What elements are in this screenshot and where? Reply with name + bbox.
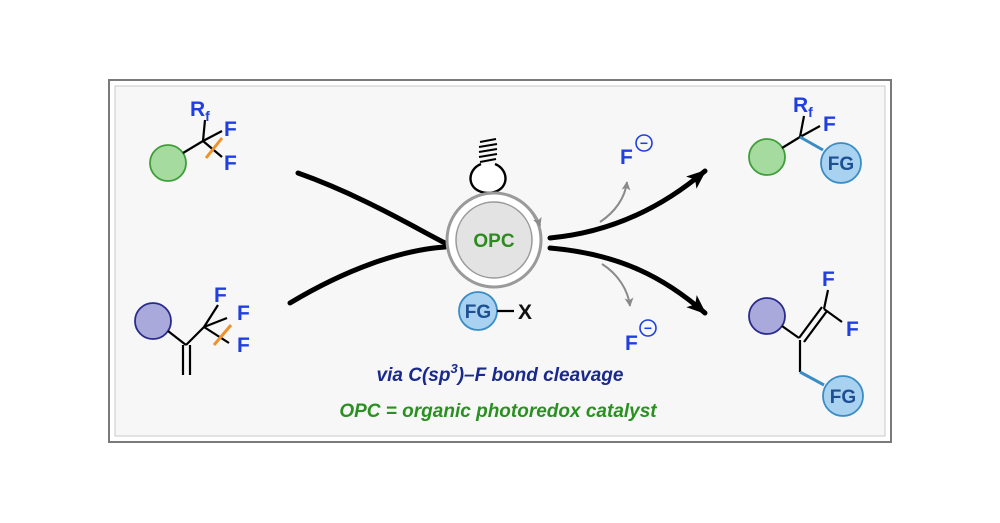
bond: [203, 316, 228, 329]
incoming-arc-bottom: [287, 244, 448, 306]
bond: [822, 289, 830, 310]
bond: [798, 115, 806, 138]
fluorine-label: F: [846, 318, 859, 341]
bond: [799, 125, 821, 138]
negative-charge-sign: −: [644, 320, 652, 336]
bond: [203, 304, 219, 328]
fg-circle: [820, 142, 862, 184]
reactant-top: Rf F F: [149, 98, 237, 182]
fluoride-bottom: F −: [625, 319, 657, 355]
fluoride-release-arrow-top: [599, 181, 631, 223]
caption-superscript: 3: [450, 361, 458, 376]
bond: [167, 330, 187, 346]
cycle-arrow-arc: [523, 203, 542, 227]
fluorine-label: F: [237, 302, 250, 325]
double-bond: [798, 306, 823, 339]
product-top: Rf F FG: [748, 94, 862, 184]
bond: [202, 130, 223, 142]
negative-charge-sign: −: [640, 135, 648, 151]
fg-label: FG: [830, 387, 856, 408]
fluorine-label: F: [823, 113, 836, 136]
purple-substituent-circle: [134, 302, 172, 340]
fg-reagent: FG X: [458, 291, 532, 331]
cleaved-bond-mark: [212, 324, 233, 346]
fg-circle: [822, 375, 864, 417]
bond: [185, 326, 205, 346]
fg-bond: [799, 370, 825, 387]
double-bond: [803, 310, 828, 343]
caption-part: via C(sp: [377, 365, 451, 386]
fluorine-label: F: [224, 152, 237, 175]
incoming-arc-top: [295, 170, 448, 246]
svg-text:Rf: Rf: [190, 98, 210, 124]
outgoing-arrow-top: [547, 168, 708, 241]
bond: [781, 136, 801, 149]
reactant-bottom: F F F: [134, 284, 250, 375]
opc-definition-caption: OPC = organic photoredox catalyst: [339, 401, 657, 422]
bond-cleavage-caption: via C(sp3)–F bond cleavage: [377, 361, 624, 386]
fluoride-label: F: [620, 146, 633, 169]
rf-subscript: f: [205, 108, 210, 124]
opc-circle: [455, 201, 533, 279]
fluorine-label: F: [822, 268, 835, 291]
product-bottom: F F FG: [748, 268, 864, 417]
bond: [781, 325, 800, 339]
catalyst-label: OPC: [473, 231, 514, 252]
cleaved-bond-mark: [204, 137, 224, 159]
bond: [823, 308, 843, 323]
svg-text:Rf: Rf: [793, 94, 813, 120]
negative-charge-circle: [639, 319, 657, 337]
green-substituent-circle: [149, 144, 187, 182]
fluorine-label: F: [214, 284, 227, 307]
fg-bond: [799, 135, 824, 152]
outgoing-arrow-bottom: [547, 245, 708, 316]
negative-charge-circle: [635, 134, 653, 152]
rf-subscript: f: [808, 104, 813, 120]
light-bulb-icon: [469, 138, 507, 195]
fg-label: FG: [465, 302, 491, 323]
fluoride-release-arrow-bottom: [601, 263, 634, 307]
fluoride-label: F: [625, 332, 638, 355]
rf-label: R: [190, 98, 205, 121]
fluoride-top: F −: [620, 134, 653, 169]
rf-label: R: [793, 94, 808, 117]
green-substituent-circle: [748, 138, 786, 176]
fluorine-label: F: [237, 334, 250, 357]
bond: [203, 326, 230, 344]
fluorine-label: F: [224, 118, 237, 141]
bond: [182, 140, 204, 154]
caption-part: )–F bond cleavage: [456, 365, 624, 386]
leaving-group-label: X: [518, 301, 532, 324]
bond: [201, 119, 207, 142]
photocatalyst: OPC: [445, 138, 543, 289]
purple-substituent-circle: [748, 297, 786, 335]
fg-label: FG: [828, 154, 854, 175]
